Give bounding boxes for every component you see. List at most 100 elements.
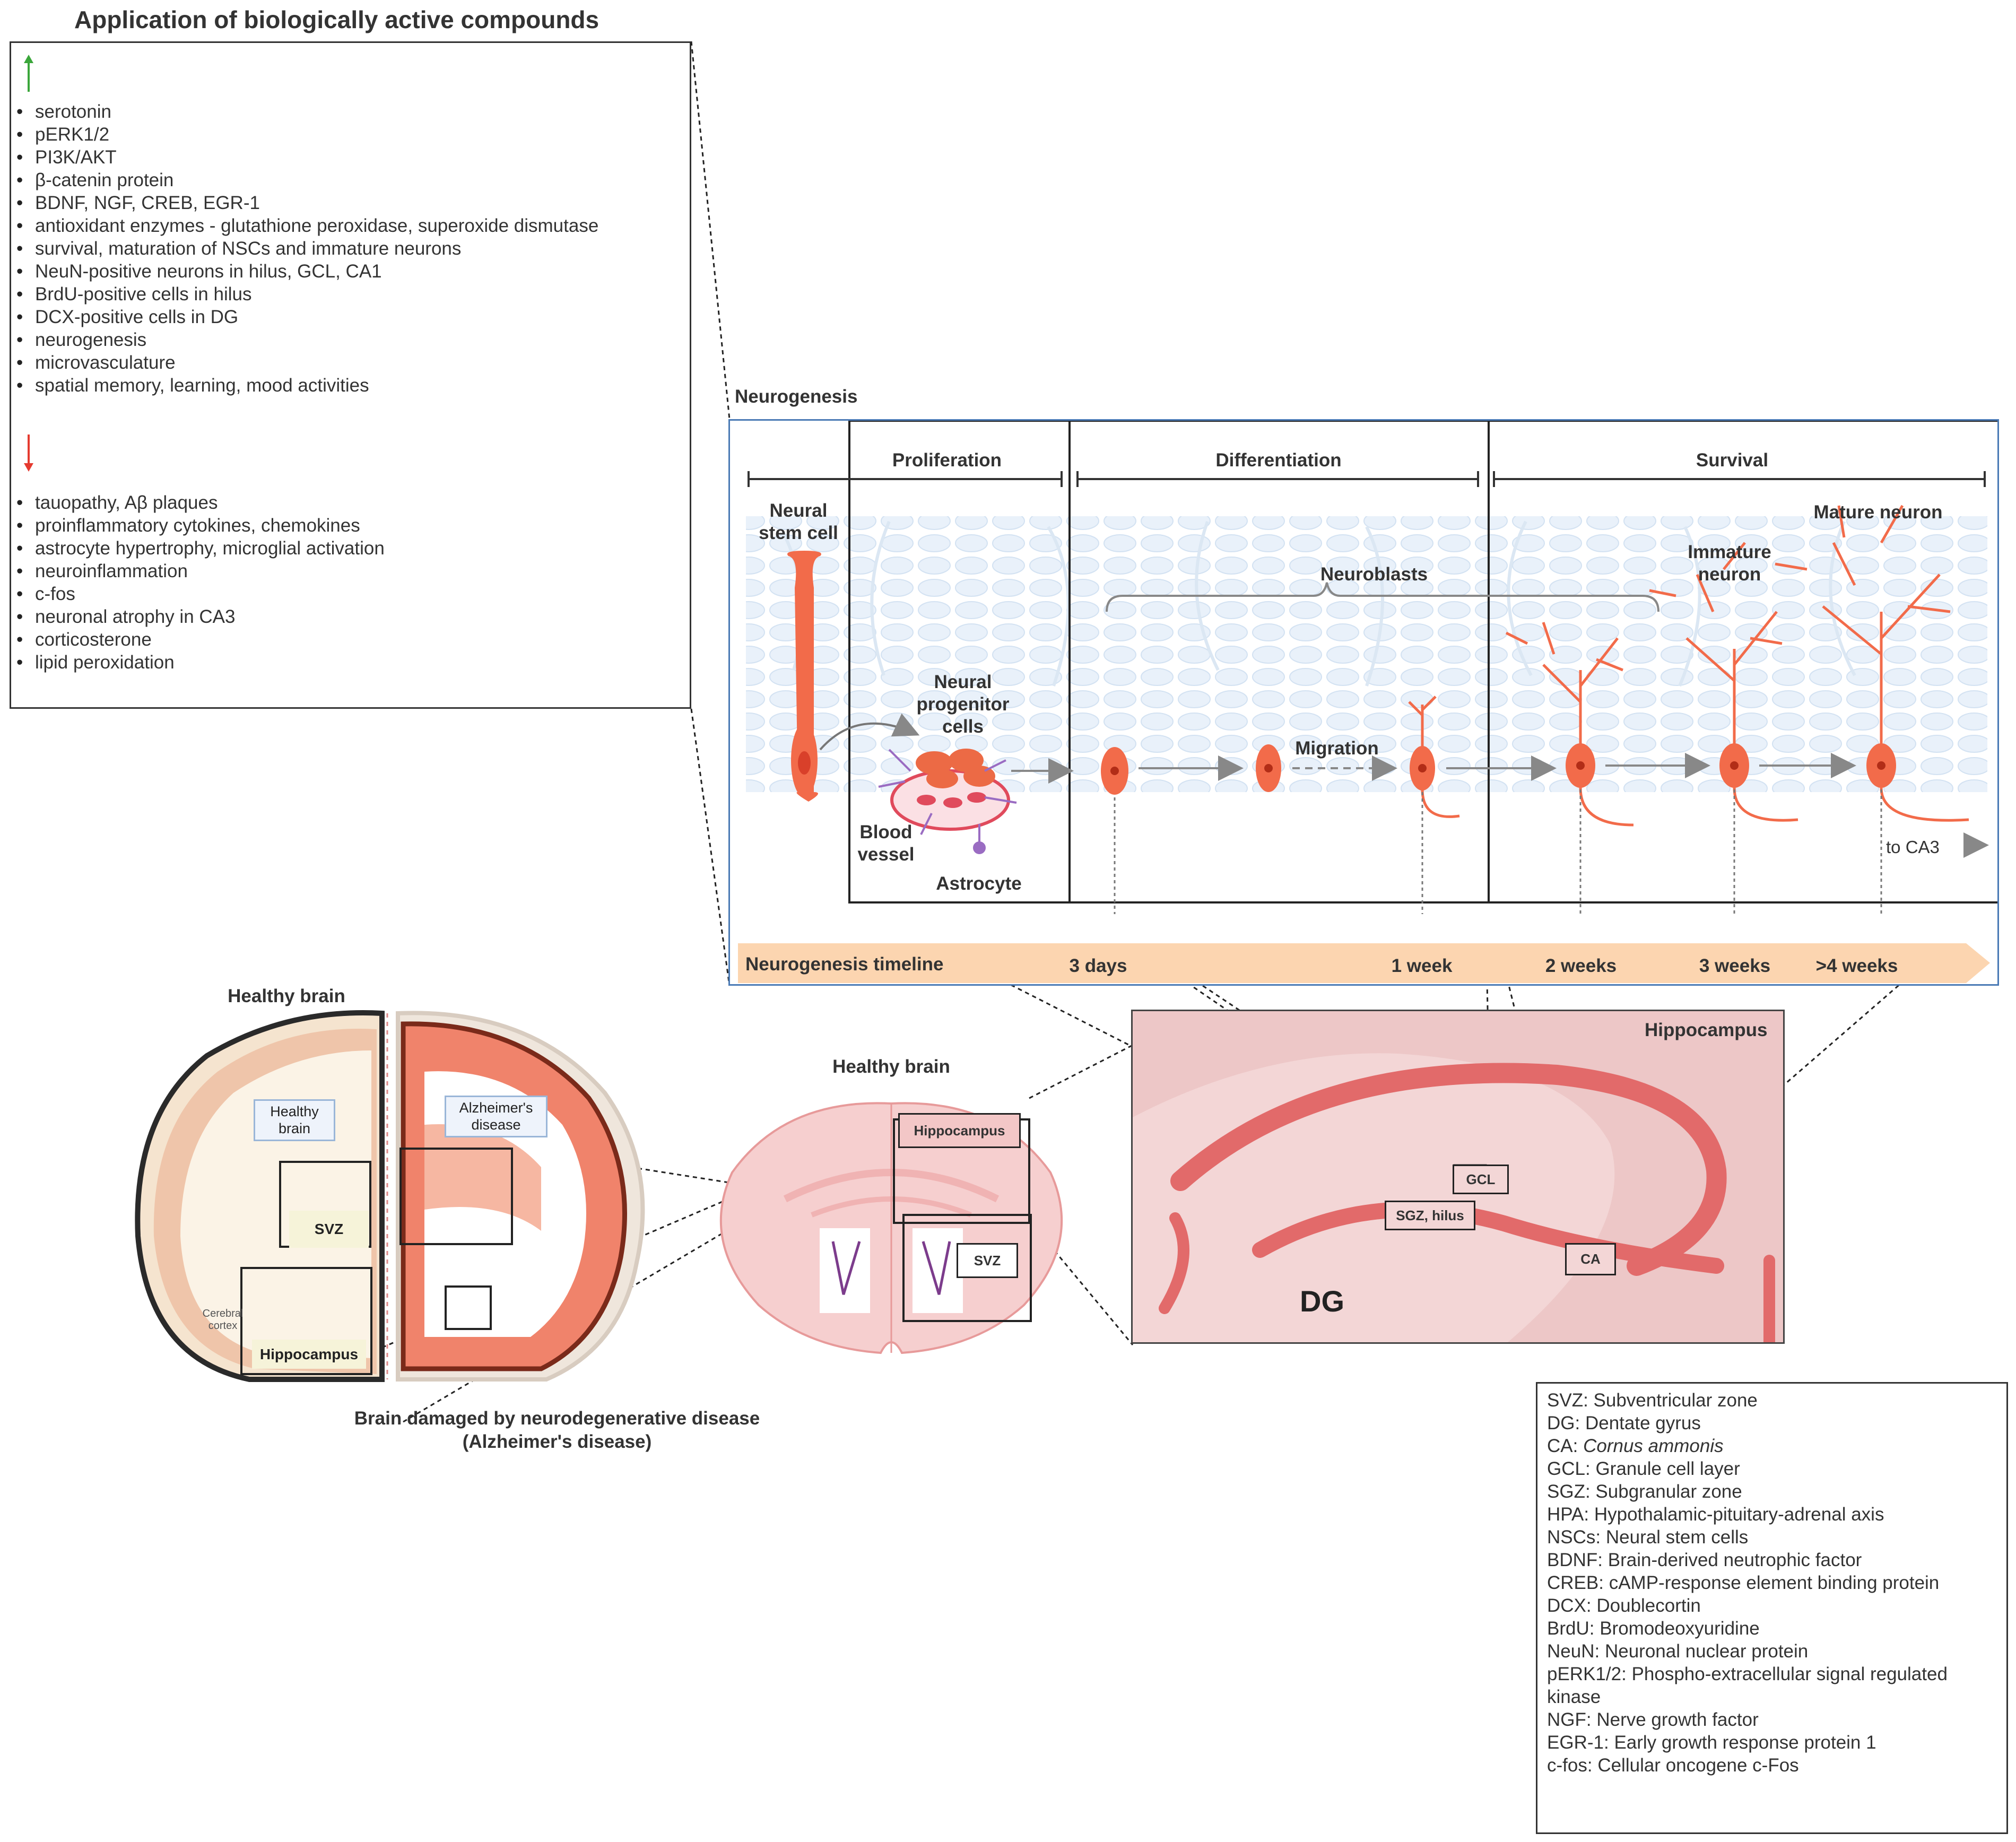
glossary-abbr: pERK1/2: (1547, 1664, 1627, 1684)
phase-differentiation: Differentiation (1215, 450, 1342, 471)
list-item: astrocyte hypertrophy, microglial activa… (16, 537, 385, 560)
list-item: DCX-positive cells in DG (16, 306, 598, 328)
list-item: proinflammatory cytokines, chemokines (16, 514, 385, 537)
glossary-entry: SVZ: Subventricular zone (1547, 1389, 1997, 1412)
glossary-entry: SGZ: Subgranular zone (1547, 1480, 1997, 1503)
brain-caption-2: (Alzheimer's disease) (462, 1431, 652, 1452)
human-brains-illustration (135, 1010, 645, 1382)
glossary-full: Subgranular zone (1595, 1481, 1742, 1502)
sgz-tag: SGZ, hilus (1385, 1201, 1475, 1230)
progenitor-label: Neural progenitor cells (916, 672, 1010, 737)
glossary-full: Cellular oncogene c-Fos (1597, 1755, 1799, 1776)
svz-tag: SVZ (289, 1211, 369, 1248)
glossary-full: Granule cell layer (1595, 1458, 1740, 1479)
glossary-entry: BrdU: Bromodeoxyuridine (1547, 1617, 1997, 1640)
glossary-abbr: DG: (1547, 1413, 1580, 1433)
glossary-entry: pERK1/2: Phospho-extracellular signal re… (1547, 1663, 1997, 1708)
glossary-abbr: GCL: (1547, 1458, 1591, 1479)
glossary-entry: GCL: Granule cell layer (1547, 1457, 1997, 1480)
glossary-abbr: NGF: (1547, 1709, 1592, 1730)
glossary-entry: EGR-1: Early growth response protein 1 (1547, 1731, 1997, 1754)
glossary-entry: NSCs: Neural stem cells (1547, 1526, 1997, 1549)
compounds-box: serotoninpERK1/2PI3K/AKTβ-catenin protei… (10, 41, 691, 709)
timeline-3weeks: 3 weeks (1699, 955, 1771, 976)
hippocampus-illustration (1133, 1011, 1783, 1342)
healthy-brain-title: Healthy brain (228, 986, 345, 1006)
hippocampus-panel-title: Hippocampus (1645, 1020, 1768, 1040)
glossary-full: Brain-derived neutrophic factor (1607, 1550, 1862, 1570)
glossary-abbr: BDNF: (1547, 1550, 1603, 1570)
gcl-tag: GCL (1453, 1165, 1509, 1194)
timeline-3days: 3 days (1069, 955, 1127, 976)
neurogenesis-panel (728, 419, 1999, 986)
mouse-hippocampus-tag: Hippocampus (898, 1113, 1021, 1148)
list-item: microvasculature (16, 351, 598, 374)
list-item: neuronal atrophy in CA3 (16, 605, 385, 628)
list-item: PI3K/AKT (16, 146, 598, 169)
list-item: tauopathy, Aβ plaques (16, 491, 385, 514)
list-item: c-fos (16, 583, 385, 605)
glossary-abbr: NeuN: (1547, 1641, 1600, 1662)
glossary-abbr: DCX: (1547, 1595, 1592, 1616)
glossary-full: Subventricular zone (1593, 1390, 1758, 1411)
immature-neuron-label: Immature neuron (1688, 542, 1771, 585)
ca-tag: CA (1565, 1243, 1616, 1275)
glossary-full: Nerve growth factor (1596, 1709, 1759, 1730)
glossary-full: Dentate gyrus (1585, 1413, 1701, 1433)
glossary-abbr: c-fos: (1547, 1755, 1593, 1776)
increase-arrow-icon (24, 55, 33, 92)
glossary-full: Neuronal nuclear protein (1604, 1641, 1809, 1662)
blood-vessel-label: Blood vessel (857, 822, 915, 865)
list-item: NeuN-positive neurons in hilus, GCL, CA1 (16, 260, 598, 283)
brain-caption-1: Brain damaged by neurodegenerative disea… (354, 1408, 760, 1429)
timeline-2weeks: 2 weeks (1545, 955, 1617, 976)
glossary-full: Early growth response protein 1 (1614, 1732, 1876, 1753)
glossary-entry: CA: Cornus ammonis (1547, 1435, 1997, 1457)
list-item: antioxidant enzymes - glutathione peroxi… (16, 214, 598, 237)
glossary-entry: CREB: cAMP-response element binding prot… (1547, 1571, 1997, 1594)
glossary-abbr: HPA: (1547, 1504, 1589, 1525)
increase-list: serotoninpERK1/2PI3K/AKTβ-catenin protei… (11, 100, 598, 397)
glossary-full: Hypothalamic-pituitary-adrenal axis (1594, 1504, 1884, 1525)
glossary-entry: NeuN: Neuronal nuclear protein (1547, 1640, 1997, 1663)
glossary-entry: c-fos: Cellular oncogene c-Fos (1547, 1754, 1997, 1777)
timeline-1week: 1 week (1391, 955, 1453, 976)
glossary-abbr: NSCs: (1547, 1527, 1601, 1548)
decrease-arrow-icon (24, 435, 33, 472)
glossary-entry: DG: Dentate gyrus (1547, 1412, 1997, 1435)
list-item: neuroinflammation (16, 560, 385, 583)
timeline-label: Neurogenesis timeline (745, 954, 944, 975)
hippocampus-tag: Hippocampus (252, 1340, 366, 1369)
timeline-4weeks: >4 weeks (1815, 955, 1898, 976)
list-item: pERK1/2 (16, 123, 598, 146)
glossary-full: Phospho-extracellular signal regulated k… (1547, 1664, 1948, 1707)
list-item: serotonin (16, 100, 598, 123)
to-ca3-label: to CA3 (1886, 837, 1940, 857)
list-item: neurogenesis (16, 328, 598, 351)
glossary-abbr: EGR-1: (1547, 1732, 1609, 1753)
neurogenesis-label: Neurogenesis (735, 386, 858, 407)
list-item: corticosterone (16, 628, 385, 651)
neurogenesis-illustration (738, 421, 1997, 983)
compounds-title: Application of biologically active compo… (74, 6, 599, 33)
glossary-full: cAMP-response element binding protein (1609, 1572, 1940, 1593)
neuroblasts-label: Neuroblasts (1320, 564, 1428, 585)
migration-label: Migration (1295, 738, 1379, 759)
dg-label: DG (1300, 1284, 1344, 1318)
glossary-entry: HPA: Hypothalamic-pituitary-adrenal axis (1547, 1503, 1997, 1526)
mouse-brain-illustration (719, 1102, 1063, 1354)
list-item: BrdU-positive cells in hilus (16, 283, 598, 306)
glossary-abbr: BrdU: (1547, 1618, 1595, 1639)
list-item: spatial memory, learning, mood activitie… (16, 374, 598, 397)
glossary-entry: NGF: Nerve growth factor (1547, 1708, 1997, 1731)
cerebral-cortex-tag: Cerebral cortex (202, 1308, 244, 1332)
glossary-full: Doublecortin (1596, 1595, 1701, 1616)
ad-brain-tag: Alzheimer's disease (445, 1096, 548, 1137)
mature-neuron-label: Mature neuron (1813, 502, 1943, 523)
glossary-abbr: SGZ: (1547, 1481, 1591, 1502)
list-item: lipid peroxidation (16, 651, 385, 674)
list-item: β-catenin protein (16, 169, 598, 192)
mouse-brain-title: Healthy brain (832, 1056, 950, 1077)
list-item: BDNF, NGF, CREB, EGR-1 (16, 192, 598, 214)
